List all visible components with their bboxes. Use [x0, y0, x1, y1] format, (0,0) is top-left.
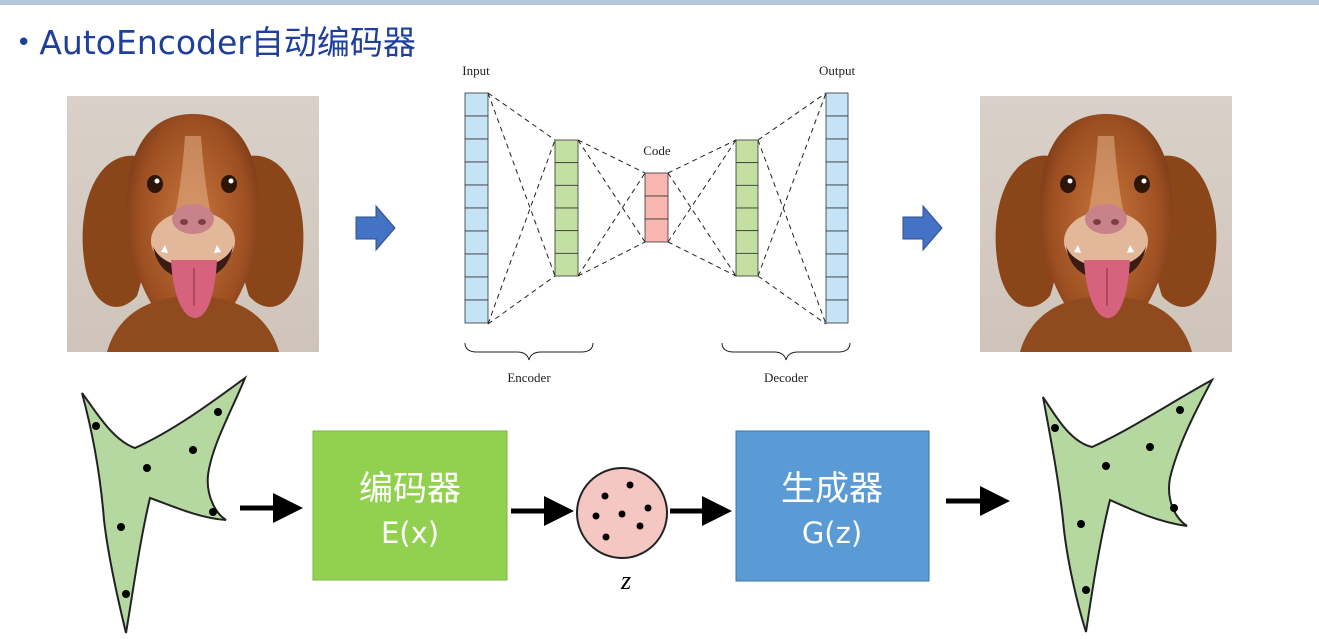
input-label: Input: [462, 63, 490, 78]
input-neuron: [464, 253, 489, 278]
output-neuron: [825, 299, 849, 324]
output-neuron: [825, 207, 849, 232]
input-neuron: [464, 276, 489, 301]
input-neuron: [464, 115, 489, 140]
input-layer: [464, 92, 489, 324]
decoder-hidden-layer: [735, 139, 759, 277]
decoder-hidden-neuron: [735, 184, 759, 209]
output-neuron: [825, 230, 849, 255]
input-neuron: [464, 207, 489, 232]
input-neuron: [464, 184, 489, 209]
encoder-hidden-neuron: [554, 139, 579, 164]
code-layer: [644, 172, 669, 243]
output-label: Output: [819, 63, 856, 78]
slide-title-text: AutoEncoder自动编码器: [39, 23, 416, 62]
output-neuron: [825, 115, 849, 140]
encoder-hidden-neuron: [554, 162, 579, 186]
encoder-hidden-neuron: [554, 230, 579, 254]
decoder-hidden-neuron: [735, 252, 759, 277]
encoder-hidden-layer: [554, 139, 579, 277]
input-image: [67, 96, 319, 352]
slide-title: •AutoEncoder自动编码器: [16, 23, 416, 62]
encoder-hidden-neuron: [554, 184, 579, 209]
blue-arrow-right-icon: [355, 204, 396, 252]
input-neuron: [464, 161, 489, 186]
encoder-box-formula: E(x): [381, 516, 439, 550]
generator-box-formula: G(z): [802, 516, 862, 550]
output-data-manifold: [1042, 377, 1215, 633]
input-data-manifold: [81, 375, 248, 634]
output-neuron: [825, 184, 849, 209]
latent-label: z: [620, 566, 631, 595]
decoder-hidden-neuron: [735, 230, 759, 254]
encoder-brace: [464, 342, 594, 361]
encoder-label: Encoder: [507, 370, 551, 385]
input-neuron: [464, 299, 489, 324]
decoder-hidden-neuron: [735, 207, 759, 232]
code-label: Code: [643, 143, 671, 158]
decoder-hidden-neuron: [735, 139, 759, 164]
network-connections: [487, 92, 827, 325]
input-neuron: [464, 230, 489, 255]
decoder-label: Decoder: [764, 370, 809, 385]
input-neuron: [464, 92, 489, 117]
decoder-brace: [721, 342, 851, 361]
code-neuron: [644, 218, 669, 243]
generator-box: 生成器 G(z): [735, 430, 930, 582]
decoder-hidden-neuron: [735, 162, 759, 186]
encoder-box-name: 编码器: [359, 469, 461, 509]
output-neuron: [825, 161, 849, 186]
output-neuron: [825, 276, 849, 301]
output-neuron: [825, 92, 849, 117]
output-image: [980, 96, 1232, 352]
blue-arrow-right-icon: [902, 204, 943, 252]
code-neuron: [644, 172, 669, 197]
top-accent-bar: [0, 0, 1319, 5]
output-neuron: [825, 253, 849, 278]
generator-box-name: 生成器: [781, 469, 883, 509]
input-neuron: [464, 138, 489, 163]
encoder-box: 编码器 E(x): [312, 430, 508, 581]
encoder-hidden-neuron: [554, 252, 579, 277]
output-neuron: [825, 138, 849, 163]
encoder-hidden-neuron: [554, 207, 579, 232]
output-layer: [825, 92, 849, 324]
latent-space-circle: [576, 467, 668, 559]
code-neuron: [644, 195, 669, 220]
